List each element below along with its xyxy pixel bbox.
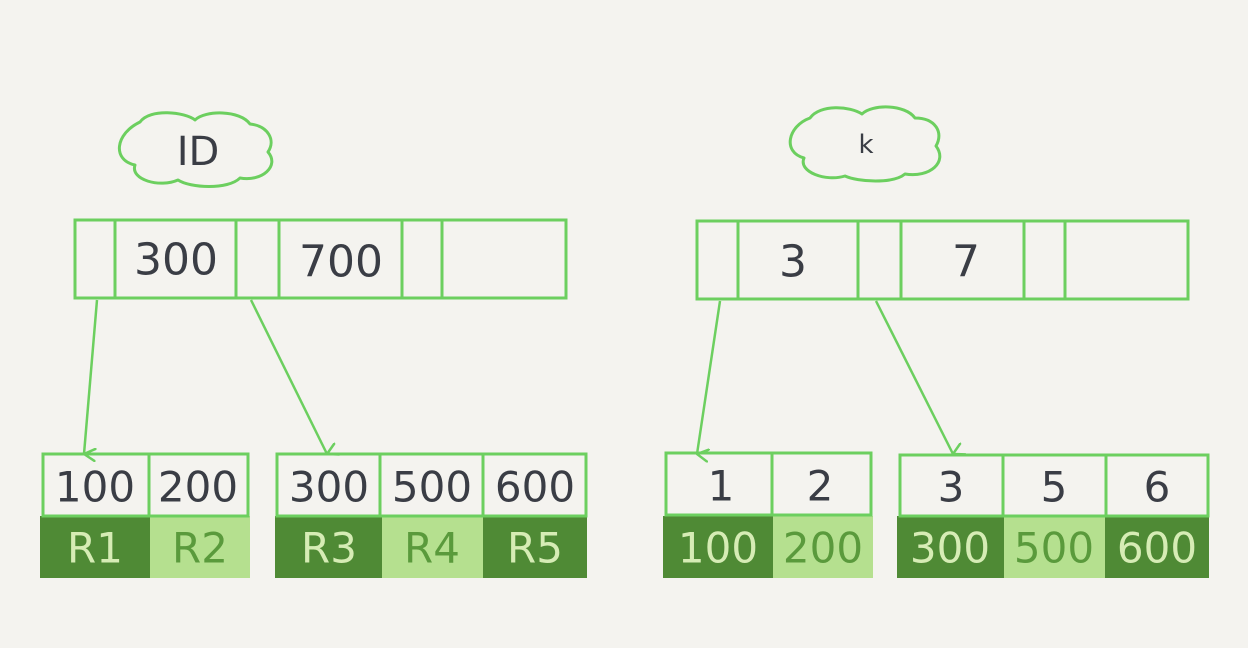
leaf-node: 1 2 100 200 (663, 451, 873, 578)
leaf-key-cell (770, 451, 873, 517)
leaf-row-cell (773, 516, 873, 578)
root-key: 7 (952, 237, 980, 288)
leaf-key: 300 (289, 463, 369, 512)
tree-id: ID 300 700 100 200 R1 R2 (40, 111, 588, 578)
pointer-arrow (874, 300, 953, 454)
pointer-arrow (84, 299, 99, 454)
leaf-key: 6 (1144, 463, 1171, 512)
leaf-row-cell (275, 516, 382, 578)
leaf-row-cell (483, 516, 587, 578)
leaf-key: 600 (495, 463, 575, 512)
tree-id-label: ID (177, 129, 220, 175)
root-key: 3 (779, 237, 807, 288)
leaf-row-value: R1 (67, 524, 123, 573)
tree-k-root-node (695, 219, 1190, 301)
leaf-node: 3 5 6 300 500 600 (897, 453, 1210, 578)
cloud-shape (117, 111, 274, 188)
tree-id-label-cloud: ID (117, 111, 274, 188)
leaf-row-cell (897, 516, 1004, 578)
tree-k-label-cloud: k (788, 105, 942, 183)
leaf-key: 500 (392, 463, 472, 512)
leaf-key: 1 (708, 462, 735, 511)
leaf-row-value: 600 (1117, 524, 1197, 573)
pointer-arrow (697, 300, 722, 454)
pointer-arrow (249, 299, 327, 454)
cloud-shape (788, 105, 942, 183)
leaf-row-value: R5 (507, 524, 563, 573)
leaf-key-cell (481, 452, 588, 518)
leaf-row-value: 500 (1014, 524, 1094, 573)
leaf-row-cell (40, 516, 150, 578)
leaf-row-value: R3 (301, 524, 357, 573)
leaf-row-value: 100 (678, 524, 758, 573)
leaf-row-cell (1004, 516, 1105, 578)
leaf-row-value: R4 (404, 524, 460, 573)
root-key: 300 (134, 235, 218, 286)
leaf-node: 100 200 R1 R2 (40, 452, 250, 578)
leaf-row-cell (663, 516, 773, 578)
leaf-key-cell (1104, 453, 1210, 518)
leaf-row-cell (1105, 516, 1209, 578)
leaf-key: 2 (807, 462, 834, 511)
leaf-key: 3 (938, 463, 965, 512)
leaf-key: 200 (158, 463, 238, 512)
leaf-row-cell (150, 516, 250, 578)
leaf-row-value: 300 (910, 524, 990, 573)
tree-k: k 3 7 1 2 100 200 (663, 105, 1210, 578)
leaf-row-value: R2 (172, 524, 228, 573)
root-key: 700 (299, 237, 383, 288)
leaf-row-cell (382, 516, 483, 578)
leaf-node: 300 500 600 R3 R4 R5 (275, 452, 588, 578)
root-node-outline (695, 219, 1190, 301)
leaf-key: 100 (55, 463, 135, 512)
leaf-row-value: 200 (783, 524, 863, 573)
leaf-key-cell (147, 452, 250, 518)
tree-k-label: k (858, 130, 873, 160)
tree-id-root-node (73, 218, 568, 300)
leaf-key: 5 (1041, 463, 1068, 512)
root-node-outline (73, 218, 568, 300)
